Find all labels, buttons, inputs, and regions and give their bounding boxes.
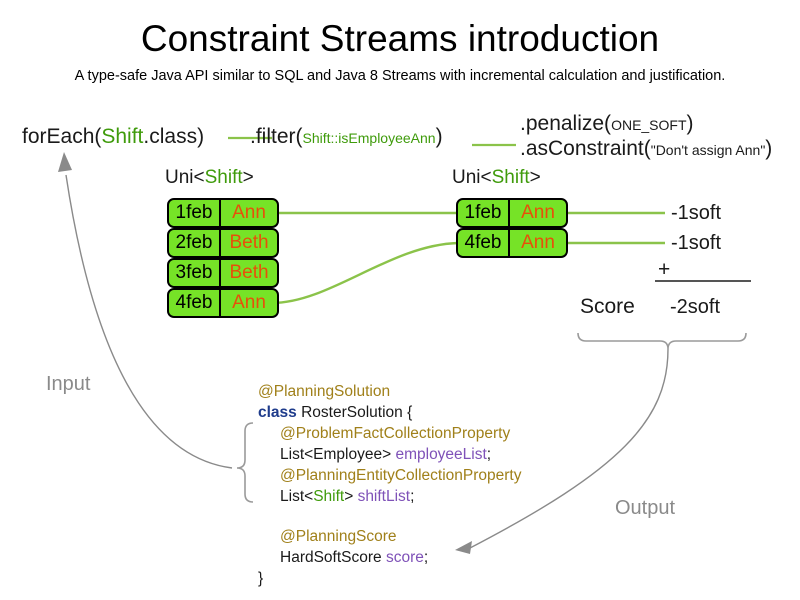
code-token: @PlanningEntityCollectionProperty [280,467,522,484]
code-token: RosterSolution { [296,404,413,421]
uni-right-type: Shift [491,167,530,188]
code-token: ; [423,549,429,566]
code-line: List<Shift> shiftList; [258,486,521,507]
code-token: HardSoftScore [280,549,386,566]
shift-employee: Ann [510,230,566,256]
foreach-type: Shift [101,125,144,148]
sum-operator: + [658,258,671,281]
asconstraint-prefix: .asConstraint( [520,137,651,160]
shift-date: 1feb [169,200,221,226]
uni-left-suffix: > [242,167,254,188]
shift-date: 4feb [169,290,221,316]
penalize-argument: ONE_SOFT [611,117,687,133]
shift-row[interactable]: 4feb Ann [456,228,568,258]
input-label: Input [46,373,91,395]
code-line: List<Employee> employeeList; [258,444,521,465]
code-token: List< [280,488,314,505]
input-shift-list: 1feb Ann 2feb Beth 3feb Beth 4feb Ann [167,198,279,318]
foreach-prefix: forEach( [22,125,102,148]
score-label: Score [580,295,635,318]
shift-row[interactable]: 2feb Beth [167,228,279,258]
penalize-expression: .penalize(ONE_SOFT) [520,112,694,136]
shift-employee: Ann [221,290,277,316]
filter-argument: Shift::isEmployeeAnn [302,130,436,146]
uni-right-suffix: > [529,167,541,188]
shift-employee: Beth [221,230,277,256]
asconstraint-expression: .asConstraint("Don't assign Ann") [520,137,772,161]
shift-date: 4feb [458,230,510,256]
filter-prefix: .filter( [250,125,303,148]
code-token: employeeList [395,446,487,463]
java-code-snippet: @PlanningSolution class RosterSolution { @… [258,381,521,589]
foreach-expression: forEach(Shift.class) [22,125,204,149]
foreach-suffix: .class) [143,125,205,148]
code-token: @PlanningSolution [258,383,391,400]
code-token: ; [486,446,492,463]
code-line: HardSoftScore score; [258,547,521,568]
penalize-prefix: .penalize( [520,112,612,135]
output-arrow-path [469,348,669,549]
filter-expression: .filter(Shift::isEmployeeAnn) [250,125,443,149]
asconstraint-suffix: ) [765,137,773,160]
shift-employee: Beth [221,260,277,286]
input-arrow-path [65,174,233,469]
score-brace [577,332,747,350]
uni-label-left: Uni<Shift> [165,167,254,189]
penalty-label-1: -1soft [671,202,722,224]
filtered-shift-list: 1feb Ann 4feb Ann [456,198,568,258]
uni-left-type: Shift [204,167,243,188]
code-line: } [258,568,521,589]
page-title: Constraint Streams introduction [140,18,660,59]
shift-employee: Ann [510,200,566,226]
code-line: @PlanningScore [258,526,521,547]
code-token: @PlanningScore [280,528,397,545]
code-token: > [344,488,358,505]
code-token: @ProblemFactCollectionProperty [280,425,511,442]
code-line: @PlanningEntityCollectionProperty [258,465,521,486]
output-arrowhead [455,541,472,554]
uni-left-prefix: Uni< [165,167,205,188]
penalize-suffix: ) [686,112,694,135]
shift-employee: Ann [221,200,277,226]
shift-row[interactable]: 1feb Ann [456,198,568,228]
code-token: ; [410,488,415,505]
shift-date: 3feb [169,260,221,286]
code-fields-brace [236,422,254,503]
code-line: class RosterSolution { [258,402,521,423]
input-arrowhead [58,152,72,172]
score-total: -2soft [670,296,721,318]
code-token: } [258,570,264,587]
code-token: score [385,549,424,566]
penalty-label-2: -1soft [671,232,722,254]
shift-row[interactable]: 4feb Ann [167,288,279,318]
asconstraint-argument: "Don't assign Ann" [650,142,766,158]
shift-row[interactable]: 1feb Ann [167,198,279,228]
code-token: class [258,404,297,421]
match-line-4feb [271,241,459,305]
code-token: List<Employee> [280,446,396,463]
code-token: Shift [313,488,345,505]
code-line: @PlanningSolution [258,381,521,402]
uni-label-right: Uni<Shift> [452,167,541,189]
page-subtitle: A type-safe Java API similar to SQL and … [74,68,726,84]
shift-row[interactable]: 3feb Beth [167,258,279,288]
shift-date: 2feb [169,230,221,256]
code-token: shiftList [357,488,411,505]
shift-date: 1feb [458,200,510,226]
output-label: Output [615,497,676,519]
filter-suffix: ) [435,125,443,148]
code-line: @ProblemFactCollectionProperty [258,423,521,444]
uni-right-prefix: Uni< [452,167,492,188]
